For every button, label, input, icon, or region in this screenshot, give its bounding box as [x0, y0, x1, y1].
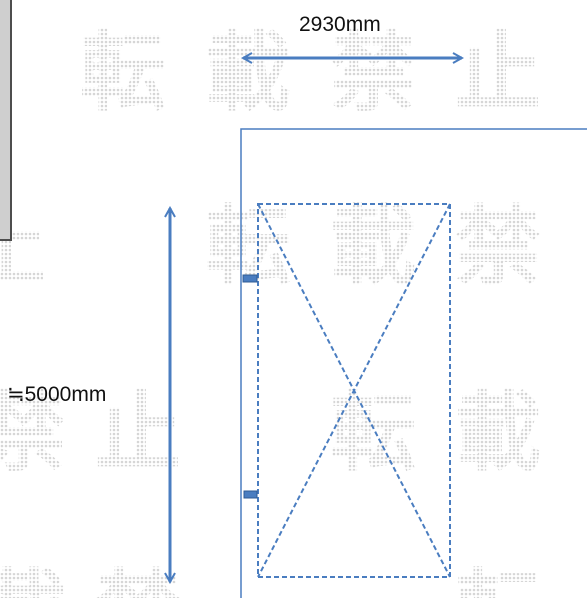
door-diagonal-b [257, 203, 451, 578]
width-dimension-label: 2930mm [299, 13, 381, 36]
hinge-top [242, 274, 258, 283]
side-panel [0, 0, 12, 241]
hinge-bottom [243, 490, 258, 499]
height-dimension-label: ≒5000mm [7, 383, 107, 406]
wall-frame [240, 128, 587, 598]
door-opening [257, 203, 451, 578]
